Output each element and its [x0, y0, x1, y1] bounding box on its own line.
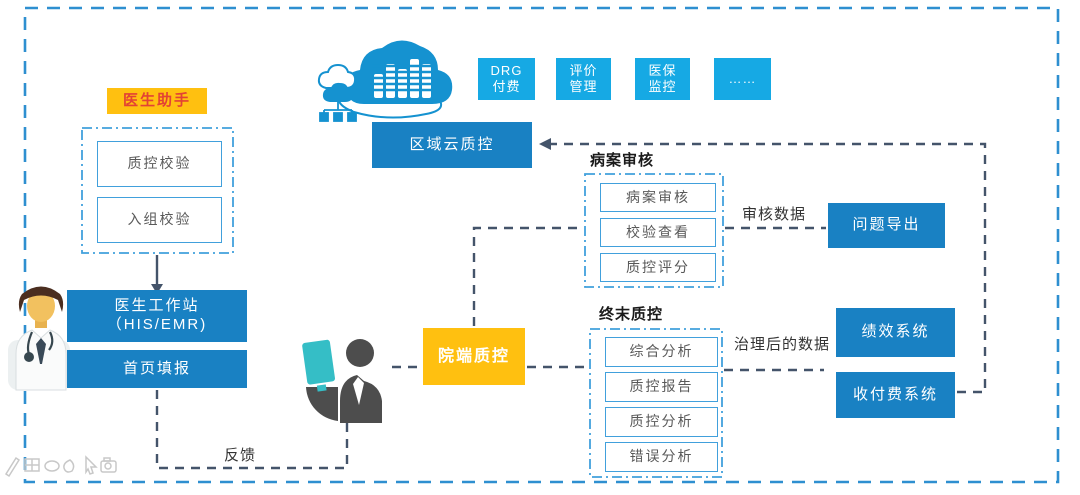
governed-data-label: 治理后的数据: [734, 336, 831, 353]
record-review-group-title: 病案审核: [590, 152, 655, 169]
comprehensive-analysis-box: 综合分析: [605, 337, 718, 367]
evaluation-management-chip: 评价 管理: [556, 58, 611, 100]
performance-system-box: 绩效系统: [836, 308, 955, 357]
doctor-avatar-icon: [8, 284, 74, 392]
terminal-qc-group-border: [589, 328, 723, 478]
doctor-assistant-title: 医生助手: [107, 88, 207, 114]
drg-payment-chip: DRG 付费: [478, 58, 535, 100]
qc-score-box: 质控评分: [600, 253, 716, 282]
terminal-qc-group-title: 终末质控: [599, 306, 664, 323]
cloud-computing-icon: [316, 26, 462, 126]
doctor-assistant-group-border: [81, 127, 234, 254]
first-page-report-box: 首页填报: [67, 350, 247, 388]
drawing-tools-watermark-icons: [4, 452, 119, 478]
regional-cloud-qc-box: 区域云质控: [372, 122, 532, 168]
issue-export-box: 问题导出: [828, 203, 945, 248]
hospital-qc-box: 院端质控: [423, 328, 525, 385]
cursor-icon: [85, 455, 98, 475]
grouping-check-box: 入组校验: [97, 197, 222, 243]
hospitalqc-to-recordreview-connector: [472, 226, 583, 326]
qc-analysis-box: 质控分析: [605, 407, 718, 437]
outer-dashed-border: [23, 6, 1060, 484]
feedback-label: 反馈: [224, 447, 257, 464]
qc-report-box: 质控报告: [605, 372, 718, 402]
doctor-workstation-box: 医生工作站 （HIS/EMR): [67, 290, 247, 342]
review-data-label: 审核数据: [742, 206, 807, 223]
medical-insurance-monitor-chip: 医保 监控: [635, 58, 690, 100]
record-review-group-border: [584, 173, 724, 288]
pencil-icon: [4, 456, 21, 478]
error-analysis-box: 错误分析: [605, 442, 718, 472]
shape-icon: [63, 459, 75, 473]
camera-icon: [100, 457, 117, 473]
table-icon: [24, 458, 40, 472]
qc-check-box: 质控校验: [97, 141, 222, 187]
arrow-assistant-to-workstation: [151, 255, 163, 294]
billing-system-box: 收付费系统: [836, 372, 955, 418]
ellipse-icon: [44, 460, 60, 472]
ellipsis-chip: ……: [714, 58, 771, 100]
operator-terminal-icon: [292, 335, 392, 425]
check-view-box: 校验查看: [600, 218, 716, 247]
billing-to-regionalqc-connector: [539, 138, 987, 394]
record-review-box: 病案审核: [600, 183, 716, 212]
